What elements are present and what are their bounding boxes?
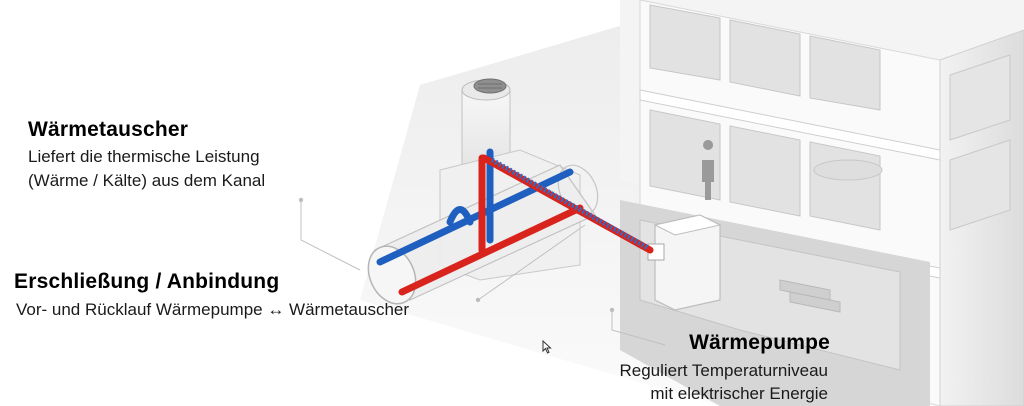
supply-pipe — [398, 154, 654, 296]
heat-exchanger-description-line2: (Wärme / Kälte) aus dem Kanal — [28, 171, 266, 190]
connection-description: Vor- und Rücklauf Wärmepumpe ↔ Wärmetaus… — [16, 300, 410, 319]
heat-exchanger-description-line1: Liefert die thermische Leistung — [28, 147, 260, 166]
heat-pump-description-line1: Reguliert Temperaturniveau — [619, 361, 828, 380]
heat-exchanger-title: Wärmetauscher — [28, 118, 189, 141]
building-windows — [649, 4, 881, 231]
heat-pump-description-line2: mit elektrischer Energie — [650, 384, 828, 403]
basement-stairs — [779, 279, 841, 313]
heat-pump-unit — [647, 214, 722, 311]
mouse-pointer-icon — [542, 340, 552, 354]
manhole-cover — [473, 78, 507, 94]
leader-lines — [300, 200, 666, 346]
building — [620, 0, 1024, 406]
person-silhouette — [702, 140, 714, 200]
heat-pump-title: Wärmepumpe — [689, 331, 830, 354]
connection-pipe-insulation — [490, 157, 650, 251]
connection-title: Erschließung / Anbindung — [14, 270, 280, 293]
